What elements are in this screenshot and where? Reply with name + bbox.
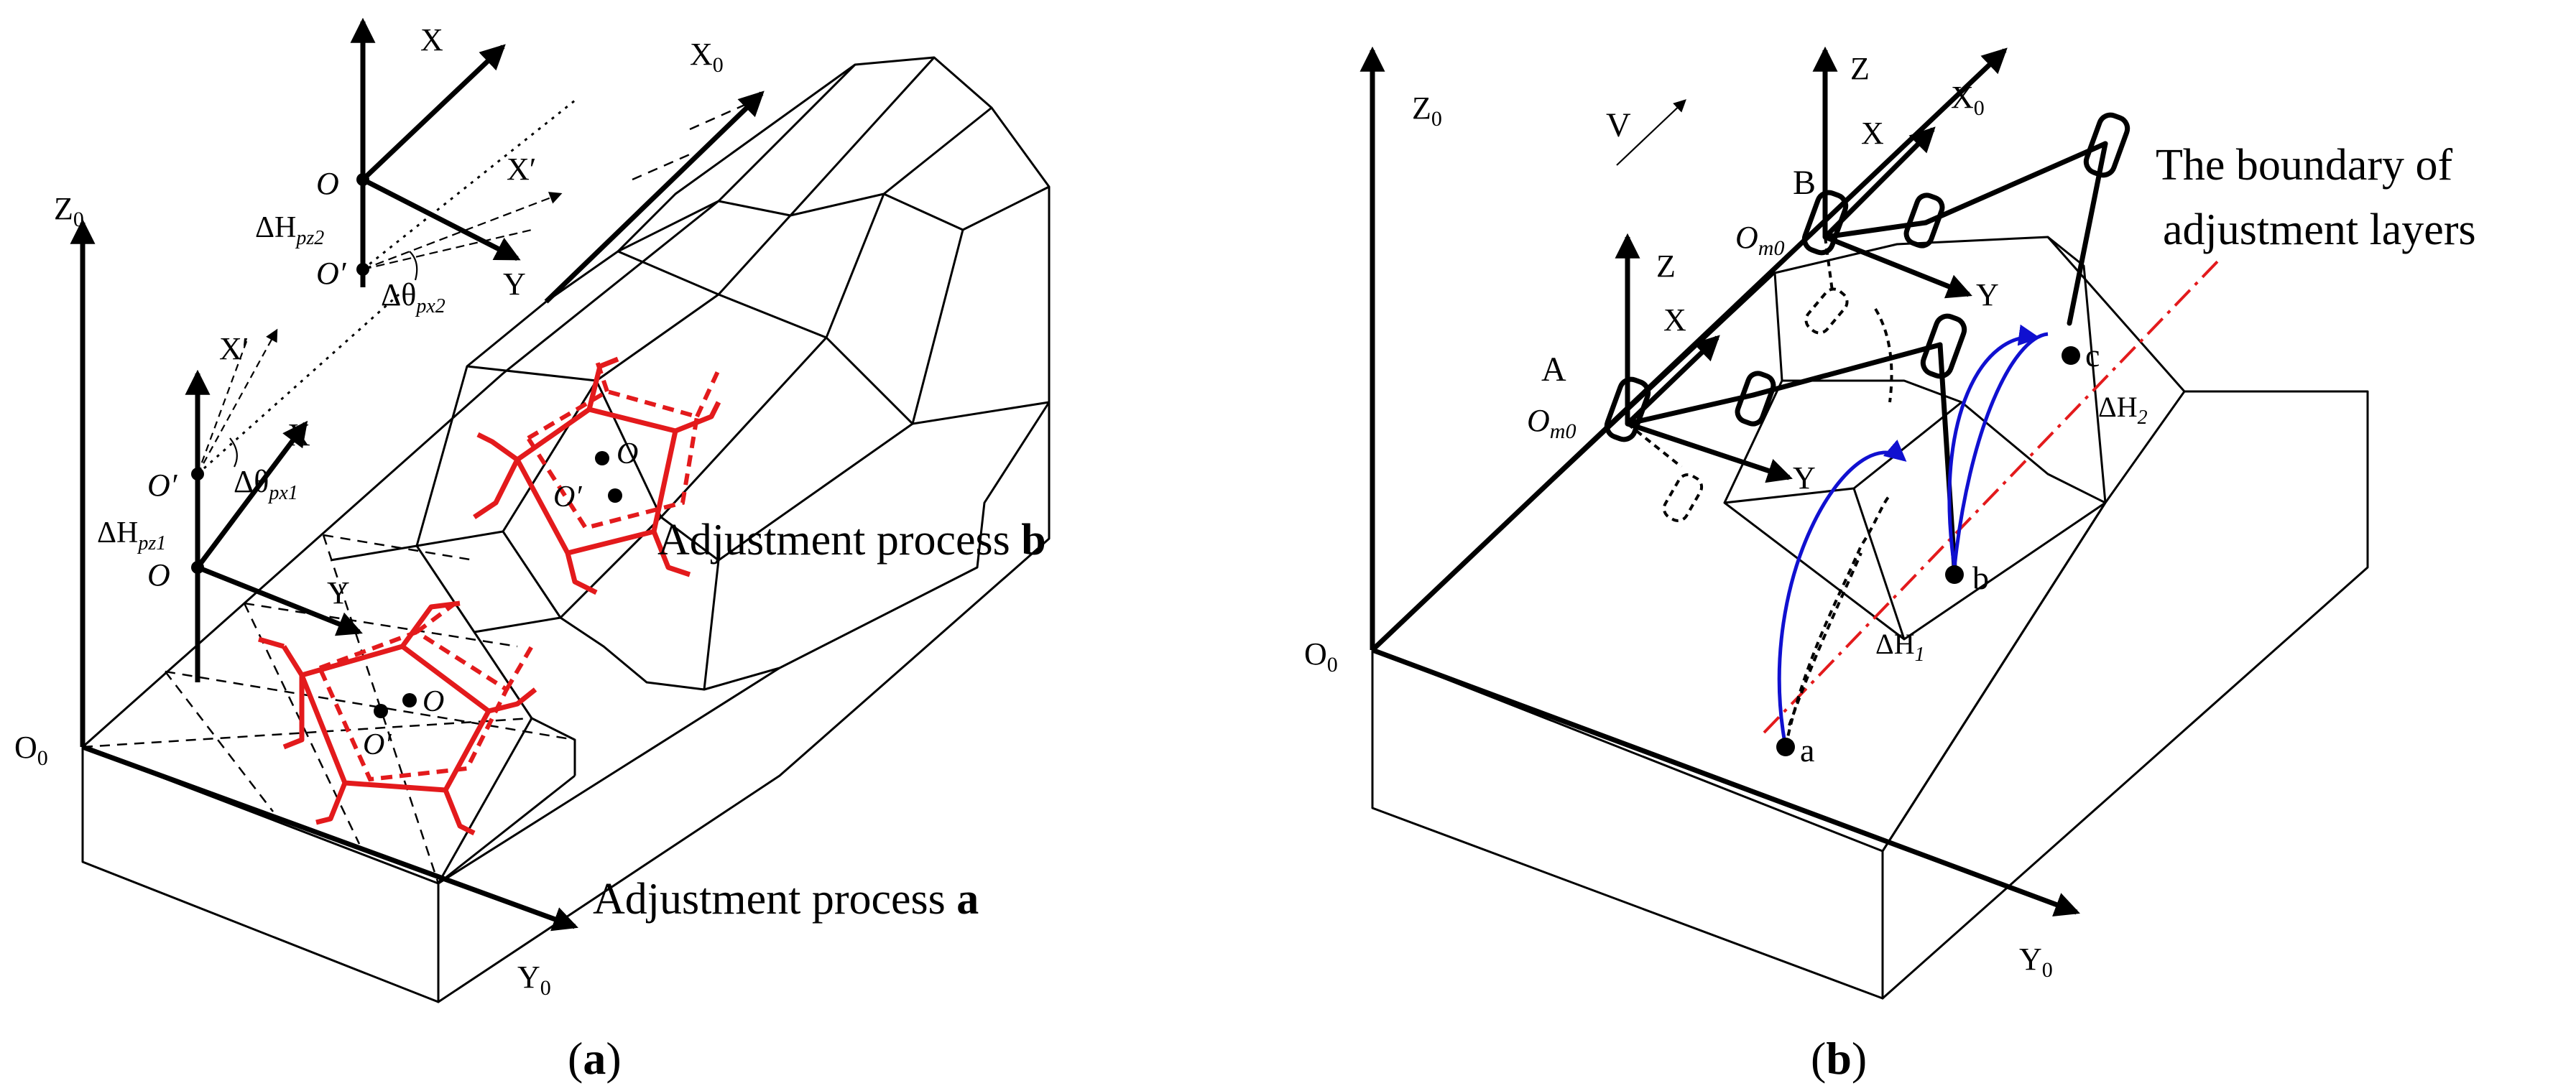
svg-text:Z: Z (1850, 51, 1870, 86)
svg-text:O′: O′ (553, 480, 582, 514)
svg-text:ΔH1: ΔH1 (1875, 628, 1925, 666)
svg-text:Om0: Om0 (1735, 220, 1784, 260)
svg-text:Z: Z (1656, 249, 1676, 284)
svg-text:ΔHpz1: ΔHpz1 (97, 516, 166, 554)
svg-text:Z0: Z0 (54, 191, 84, 231)
svg-text:Adjustment process a: Adjustment process a (593, 875, 979, 924)
svg-text:Y: Y (503, 266, 526, 302)
svg-text:ΔHpz2: ΔHpz2 (255, 211, 324, 249)
global-axes-b (1359, 46, 2080, 917)
svg-text:The boundary of: The boundary of (2156, 141, 2453, 190)
caption-a: (a) (568, 1033, 622, 1084)
svg-text:B: B (1793, 164, 1816, 202)
svg-text:O: O (316, 166, 339, 201)
upper-local-frame (197, 17, 576, 475)
svg-text:Δθpx2: Δθpx2 (381, 277, 446, 317)
svg-text:a: a (1800, 732, 1814, 769)
svg-text:X: X (287, 417, 310, 452)
svg-text:X′: X′ (507, 152, 536, 187)
slope-top-surface (1371, 236, 2368, 852)
svg-text:O0: O0 (14, 730, 48, 770)
frame-a (1604, 233, 1943, 522)
svg-text:ΔH2: ΔH2 (2098, 391, 2148, 429)
svg-text:O: O (617, 437, 638, 470)
svg-text:Y0: Y0 (517, 960, 551, 1000)
centre-points-a (374, 451, 622, 718)
svg-text:A: A (1541, 350, 1566, 389)
svg-text:O0: O0 (1304, 636, 1338, 677)
svg-text:O′: O′ (147, 468, 178, 503)
svg-text:X: X (1861, 116, 1884, 151)
svg-text:O′: O′ (316, 256, 347, 291)
svg-text:X: X (1663, 302, 1686, 338)
svg-text:X0: X0 (690, 37, 724, 77)
robot-footprint-b (473, 356, 721, 595)
svg-text:Y: Y (327, 575, 350, 611)
svg-text:Y0: Y0 (2019, 942, 2053, 982)
svg-text:O′: O′ (363, 728, 392, 761)
labels-b: Z0 O0 Y0 X0 V A Om0 Z X Y B Om0 Z X Y a … (1304, 51, 2476, 1084)
x0-axis (544, 90, 765, 304)
svg-text:Y: Y (1976, 277, 1999, 312)
svg-text:Δθpx1: Δθpx1 (234, 464, 298, 504)
svg-text:Adjustment process b: Adjustment process b (657, 516, 1046, 565)
svg-text:c: c (2085, 337, 2100, 373)
lower-local-frame (185, 328, 363, 682)
boundary-line (1763, 257, 2222, 734)
svg-text:X′: X′ (219, 331, 249, 366)
svg-text:X: X (420, 22, 443, 57)
terrain-top-surface (82, 56, 1051, 885)
svg-text:Om0: Om0 (1527, 403, 1576, 443)
svg-text:X0: X0 (1951, 80, 1985, 120)
panel-a: Z0 O0 Y0 X0 X′ X Y O′ O ΔHpz1 Δθpx1 X X′… (14, 17, 1051, 1084)
svg-text:O: O (423, 685, 444, 718)
global-axes-a (70, 90, 765, 932)
svg-text:V: V (1606, 106, 1631, 144)
slope-side-faces (1371, 390, 2369, 1000)
flat-grid-dashed (82, 99, 755, 884)
svg-text:Z0: Z0 (1412, 90, 1442, 131)
labels-a: Z0 O0 Y0 X0 X′ X Y O′ O ΔHpz1 Δθpx1 X X′… (14, 22, 1046, 1084)
svg-text:b: b (1972, 560, 1989, 596)
svg-text:adjustment layers: adjustment layers (2163, 205, 2476, 254)
y0-axis (81, 744, 578, 932)
panel-b: Z0 O0 Y0 X0 V A Om0 Z X Y B Om0 Z X Y a … (1304, 46, 2476, 1084)
svg-text:Y: Y (1793, 460, 1816, 496)
svg-text:O: O (147, 557, 170, 593)
trajectories (1776, 324, 2080, 756)
caption-b: (b) (1811, 1033, 1867, 1084)
robot-footprint-a (258, 598, 537, 836)
